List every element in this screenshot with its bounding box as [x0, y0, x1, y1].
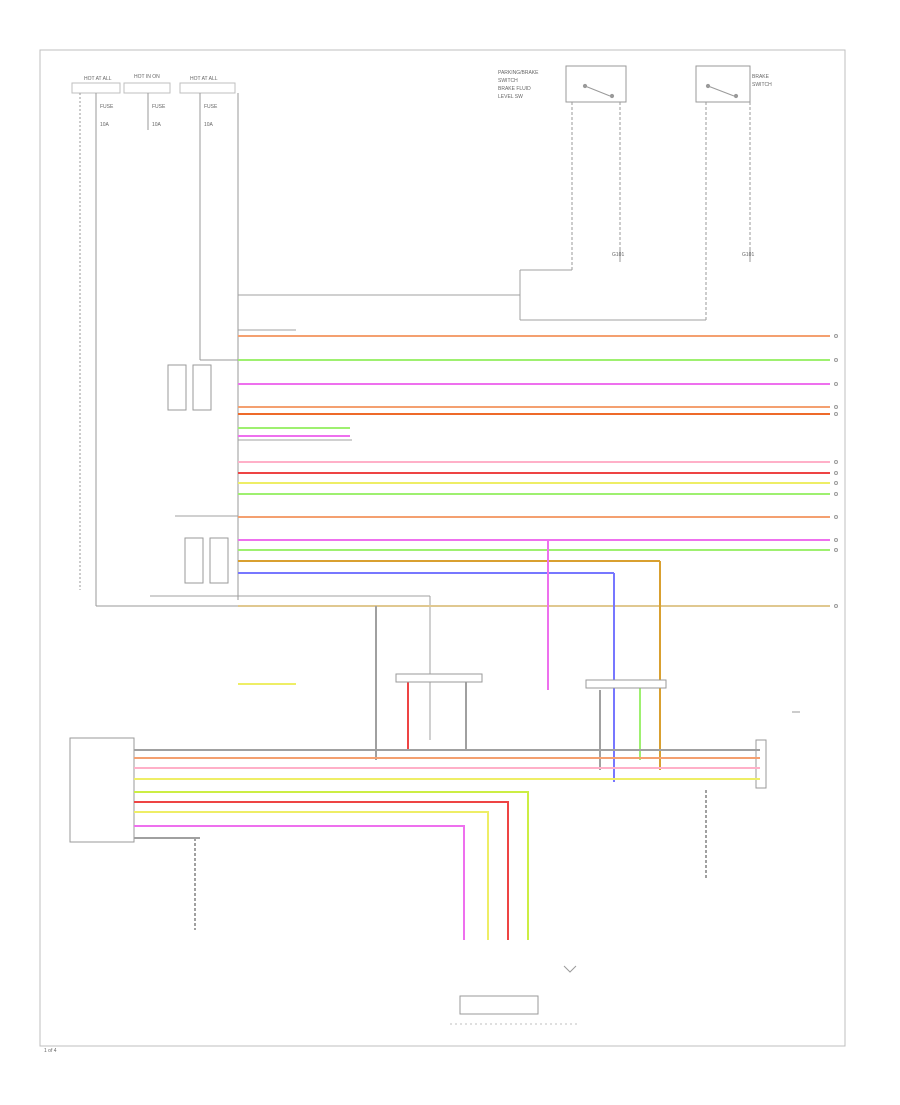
svg-text:SWITCH: SWITCH: [752, 82, 772, 88]
svg-text:BRAKE FLUID: BRAKE FLUID: [498, 86, 531, 92]
svg-text:10A: 10A: [204, 122, 214, 128]
lower-harness: [134, 749, 760, 940]
wire-ends: [834, 334, 838, 608]
wire-end-4: [834, 412, 838, 416]
svg-text:HOT AT ALL: HOT AT ALL: [190, 76, 218, 82]
switch-wires: [571, 102, 751, 320]
svg-text:LEVEL SW: LEVEL SW: [498, 94, 523, 100]
ground-labels: G101 G101: [612, 252, 754, 258]
wire-end-9: [834, 515, 838, 519]
chevron-down-icon: [563, 965, 577, 973]
page-number: 1 of 4: [44, 1048, 57, 1054]
wire-end-10: [834, 538, 838, 542]
wire-end-3: [834, 405, 838, 409]
connector-icon: [69, 364, 767, 843]
svg-text:FUSE: FUSE: [204, 104, 218, 110]
fuse-labels: HOT AT ALL HOT IN ON HOT AT ALL FUSE FUS…: [84, 74, 218, 128]
wire-end-6: [834, 471, 838, 475]
wire-harness: [238, 335, 830, 685]
svg-text:G101: G101: [742, 252, 754, 258]
svg-text:HOT AT ALL: HOT AT ALL: [84, 76, 112, 82]
wire-end-1: [834, 358, 838, 362]
wire-end-0: [834, 334, 838, 338]
ground-icon: [619, 250, 800, 713]
svg-text:PARKING/BRAKE: PARKING/BRAKE: [498, 70, 539, 76]
svg-text:G101: G101: [612, 252, 624, 258]
switch-icon: [565, 65, 751, 103]
diagram-frame: [39, 49, 846, 1047]
wire-end-5: [834, 460, 838, 464]
svg-text:SWITCH: SWITCH: [498, 78, 518, 84]
svg-text:BRAKE: BRAKE: [752, 74, 770, 80]
lower-connector-box: [459, 995, 539, 1015]
wire-end-7: [834, 481, 838, 485]
svg-text:HOT IN ON: HOT IN ON: [134, 74, 160, 80]
fuse-block-feeds: [71, 82, 239, 607]
wire-end-12: [834, 604, 838, 608]
svg-text:10A: 10A: [100, 122, 110, 128]
wire-drops: [194, 540, 707, 930]
wire-end-11: [834, 548, 838, 552]
svg-text:10A: 10A: [152, 122, 162, 128]
svg-text:FUSE: FUSE: [152, 104, 166, 110]
wire-end-8: [834, 492, 838, 496]
wire-end-2: [834, 382, 838, 386]
signal-bus: [150, 269, 706, 740]
switch-labels: PARKING/BRAKE SWITCH BRAKE FLUID LEVEL S…: [498, 70, 772, 100]
svg-text:FUSE: FUSE: [100, 104, 114, 110]
